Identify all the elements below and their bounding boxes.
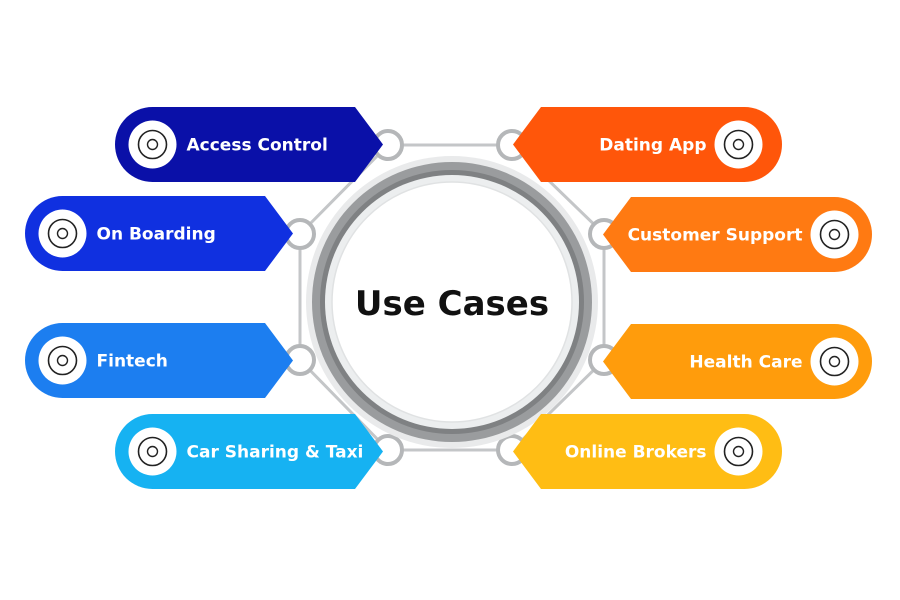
use-case-label: Fintech bbox=[97, 352, 168, 372]
mobile-broker-icon bbox=[714, 427, 763, 476]
banner-shape bbox=[115, 414, 383, 489]
health-shield-icon bbox=[810, 337, 859, 386]
banner-shape bbox=[603, 324, 872, 399]
use-case-access-control: Access Control bbox=[115, 107, 383, 182]
diagram-title: Use Cases bbox=[355, 284, 549, 324]
use-case-fintech: Fintech bbox=[25, 323, 294, 398]
stop-hand-icon bbox=[128, 120, 177, 169]
use-case-label: Access Control bbox=[187, 136, 328, 156]
taxi-icon bbox=[128, 427, 177, 476]
use-case-label: Car Sharing & Taxi bbox=[187, 443, 364, 463]
use-case-online-brokers: Online Brokers bbox=[513, 414, 783, 489]
use-case-customer-support: Customer Support bbox=[603, 197, 872, 272]
banner-shape bbox=[513, 414, 783, 489]
banner-shape bbox=[115, 107, 383, 182]
use-case-label: Health Care bbox=[689, 353, 802, 373]
use-case-label: On Boarding bbox=[97, 225, 216, 245]
support-agent-icon bbox=[810, 210, 859, 259]
use-case-label: Dating App bbox=[599, 136, 706, 156]
dating-phones-icon bbox=[714, 120, 763, 169]
use-case-label: Online Brokers bbox=[565, 443, 707, 463]
use-case-on-boarding: On Boarding bbox=[25, 196, 294, 271]
use-case-health-care: Health Care bbox=[603, 324, 872, 399]
use-case-dating-app: Dating App bbox=[513, 107, 783, 182]
banner-shape bbox=[513, 107, 783, 182]
mobile-payment-icon bbox=[38, 336, 87, 385]
center-circle: Use Cases bbox=[306, 156, 598, 448]
banner-shape bbox=[25, 323, 294, 398]
banner-shape bbox=[25, 196, 294, 271]
banner-shape bbox=[603, 197, 872, 272]
use-case-car-sharing-taxi: Car Sharing & Taxi bbox=[115, 414, 383, 489]
use-case-label: Customer Support bbox=[628, 226, 803, 246]
24-7-icon bbox=[38, 209, 87, 258]
